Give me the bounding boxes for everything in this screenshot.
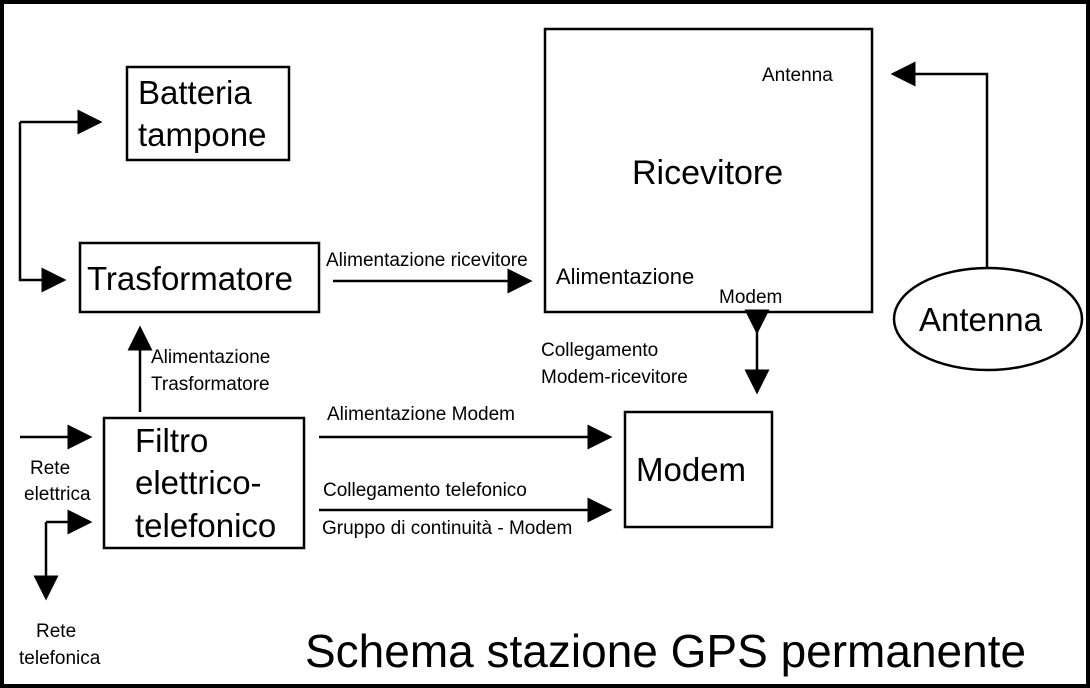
power-grid-label-line1: Rete xyxy=(30,458,70,479)
receiver-modem-port: Modem xyxy=(719,287,782,308)
transformer-box xyxy=(78,241,321,314)
phone-network-label-line1: Rete xyxy=(36,621,76,642)
receiver-power-label: Alimentazione ricevitore xyxy=(326,250,528,271)
receiver-antenna-port: Antenna xyxy=(762,65,833,86)
power-grid-label-line2: elettrica xyxy=(24,484,91,505)
filter-label-line1: Filtro xyxy=(135,422,208,459)
battery-label-line1: Batteria xyxy=(138,74,252,111)
transformer-power-label-line1: Alimentazione xyxy=(151,347,270,368)
antenna-label: Antenna xyxy=(919,301,1043,338)
filter-label-line3: telefonico xyxy=(135,507,276,544)
modem-power-label: Alimentazione Modem xyxy=(327,404,515,425)
battery-link-arrow-bottom xyxy=(18,122,67,293)
modem-receiver-label-line2: Modem-ricevitore xyxy=(541,367,688,388)
transformer-power-label-line2: Trasformatore xyxy=(151,374,270,395)
receiver-label: Ricevitore xyxy=(632,154,783,192)
filter-label-line2: elettrico- xyxy=(135,464,262,501)
battery-box xyxy=(125,65,291,162)
modem-label: Modem xyxy=(636,451,746,488)
modem-receiver-label-line1: Collegamento xyxy=(541,340,658,361)
battery-label-line2: tampone xyxy=(138,116,266,153)
diagram-title: Schema stazione GPS permanente xyxy=(305,625,1026,677)
antenna-signal-arrow xyxy=(890,61,989,268)
phone-network-label-line2: telefonica xyxy=(19,648,101,669)
transformer-label: Trasformatore xyxy=(87,260,293,297)
receiver-power-port: Alimentazione xyxy=(556,264,694,289)
modem-box xyxy=(623,410,774,529)
filter-box xyxy=(102,416,306,550)
continuity-label: Gruppo di continuità - Modem xyxy=(322,518,572,539)
receiver-box xyxy=(543,27,874,314)
phone-link-label: Collegamento telefonico xyxy=(323,480,527,501)
